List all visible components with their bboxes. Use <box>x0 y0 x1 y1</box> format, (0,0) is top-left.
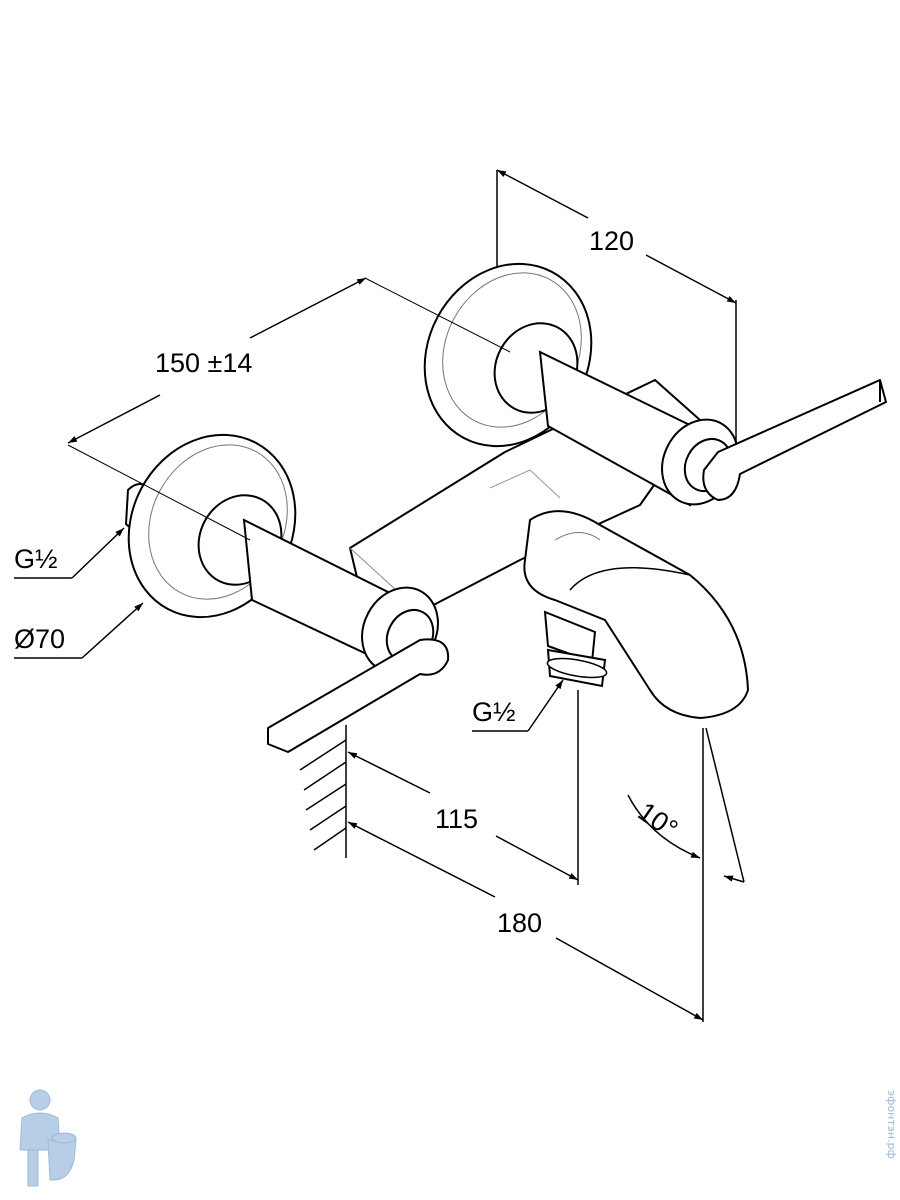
label-150: 150 ±14 <box>155 348 252 378</box>
label-115: 115 <box>435 804 478 834</box>
dimension-115 <box>347 690 579 885</box>
spout <box>523 510 749 719</box>
label-180: 180 <box>497 908 542 938</box>
plumber-mascot-logo <box>19 1089 77 1187</box>
watermark-site-text: эфонтэн.рф <box>885 1090 898 1159</box>
dimension-180 <box>347 728 704 1022</box>
outlet-connector <box>543 610 608 688</box>
leader-inlet-thread <box>14 527 125 579</box>
leader-outlet-thread <box>472 679 564 732</box>
leader-rosette-diameter <box>14 602 144 659</box>
label-outlet-thread: G½ <box>472 697 516 727</box>
label-rosette-diameter: Ø70 <box>14 624 65 654</box>
dimension-120 <box>496 169 737 445</box>
dimension-angle <box>627 727 745 883</box>
label-angle: 10° <box>633 796 684 844</box>
wall-hatch <box>299 725 347 858</box>
front-lever-handle <box>267 638 450 753</box>
dimension-150 <box>67 277 511 541</box>
rear-lever-handle <box>702 379 887 501</box>
label-inlet-thread: G½ <box>14 544 58 574</box>
label-120: 120 <box>589 226 634 256</box>
